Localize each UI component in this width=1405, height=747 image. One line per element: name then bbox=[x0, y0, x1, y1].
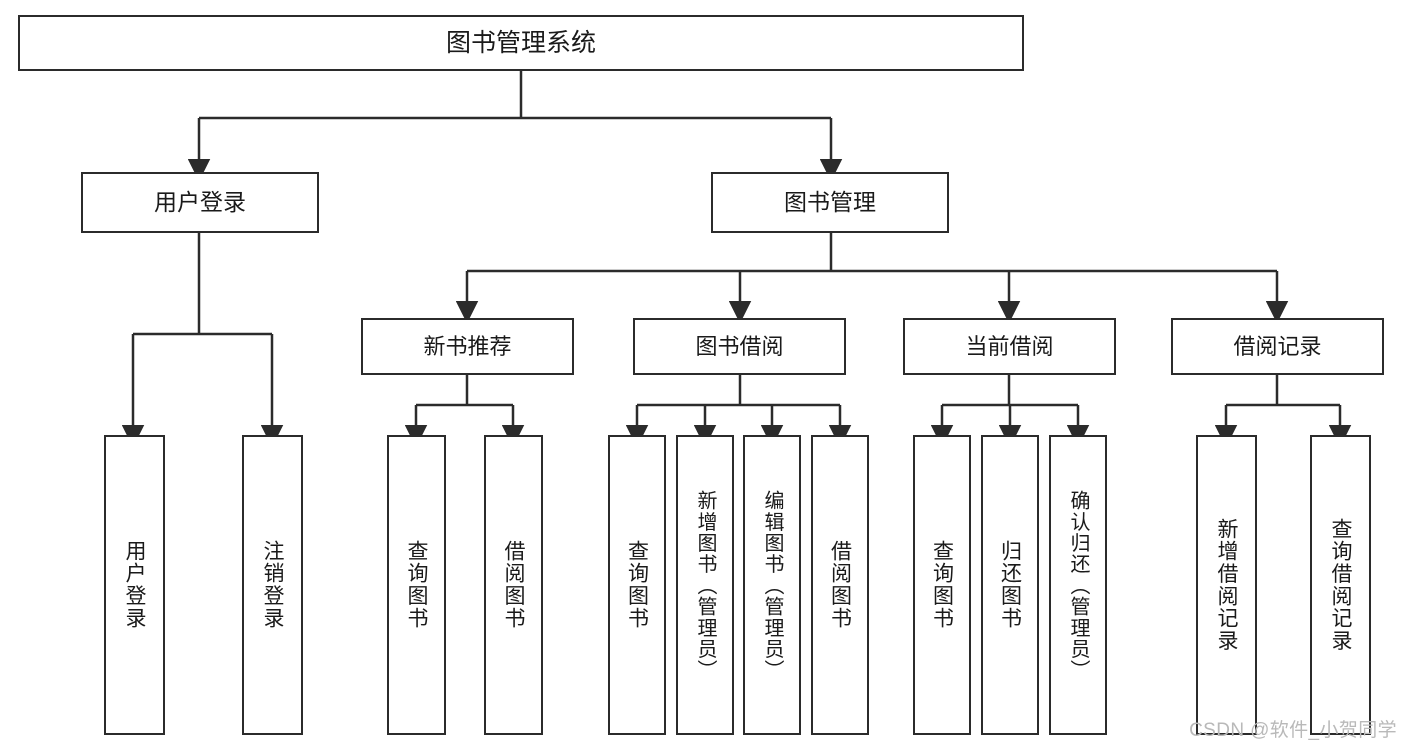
node-book-borrow[interactable]: 图书借阅 bbox=[633, 318, 846, 375]
node-leaf-add-record-label: 新增借阅记录 bbox=[1215, 518, 1238, 652]
node-leaf-logout-label: 注销登录 bbox=[261, 540, 284, 630]
node-leaf-return-book-label: 归还图书 bbox=[998, 540, 1022, 630]
node-borrow-record[interactable]: 借阅记录 bbox=[1171, 318, 1384, 375]
watermark: CSDN @软件_小贺同学 bbox=[1189, 720, 1397, 741]
node-leaf-borrow-book-2-label: 借阅图书 bbox=[828, 540, 852, 630]
node-leaf-query-book-3[interactable]: 查询图书 bbox=[913, 435, 971, 735]
node-leaf-add-record[interactable]: 新增借阅记录 bbox=[1196, 435, 1257, 735]
node-leaf-borrow-book-2[interactable]: 借阅图书 bbox=[811, 435, 869, 735]
node-leaf-add-book-label: 新增图书（管理员） bbox=[694, 489, 716, 681]
node-leaf-query-book-3-label: 查询图书 bbox=[930, 540, 954, 630]
node-leaf-query-book-1[interactable]: 查询图书 bbox=[387, 435, 446, 735]
node-book-management-label: 图书管理 bbox=[784, 189, 876, 216]
node-leaf-confirm-return-label: 确认归还（管理员） bbox=[1067, 489, 1089, 681]
node-current-borrow-label: 当前借阅 bbox=[965, 333, 1054, 359]
node-leaf-query-book-2[interactable]: 查询图书 bbox=[608, 435, 666, 735]
node-leaf-logout[interactable]: 注销登录 bbox=[242, 435, 303, 735]
node-leaf-borrow-book-1-label: 借阅图书 bbox=[502, 540, 525, 630]
node-leaf-confirm-return[interactable]: 确认归还（管理员） bbox=[1049, 435, 1107, 735]
node-leaf-query-book-2-label: 查询图书 bbox=[625, 540, 649, 630]
node-new-book-recommend-label: 新书推荐 bbox=[423, 333, 512, 359]
node-leaf-query-book-1-label: 查询图书 bbox=[405, 540, 428, 630]
node-leaf-add-book[interactable]: 新增图书（管理员） bbox=[676, 435, 734, 735]
node-leaf-query-record[interactable]: 查询借阅记录 bbox=[1310, 435, 1371, 735]
node-leaf-return-book[interactable]: 归还图书 bbox=[981, 435, 1039, 735]
node-user-login[interactable]: 用户登录 bbox=[81, 172, 319, 233]
node-root-label: 图书管理系统 bbox=[445, 28, 596, 57]
node-leaf-edit-book[interactable]: 编辑图书（管理员） bbox=[743, 435, 801, 735]
node-leaf-user-login-label: 用户登录 bbox=[123, 540, 146, 630]
node-leaf-user-login[interactable]: 用户登录 bbox=[104, 435, 165, 735]
node-borrow-record-label: 借阅记录 bbox=[1233, 333, 1322, 359]
node-book-borrow-label: 图书借阅 bbox=[695, 333, 784, 359]
node-leaf-edit-book-label: 编辑图书（管理员） bbox=[761, 489, 783, 681]
node-user-login-label: 用户登录 bbox=[154, 189, 246, 216]
node-book-management[interactable]: 图书管理 bbox=[711, 172, 949, 233]
node-new-book-recommend[interactable]: 新书推荐 bbox=[361, 318, 574, 375]
node-root[interactable]: 图书管理系统 bbox=[18, 15, 1024, 71]
node-current-borrow[interactable]: 当前借阅 bbox=[903, 318, 1116, 375]
node-leaf-borrow-book-1[interactable]: 借阅图书 bbox=[484, 435, 543, 735]
node-leaf-query-record-label: 查询借阅记录 bbox=[1329, 518, 1352, 652]
